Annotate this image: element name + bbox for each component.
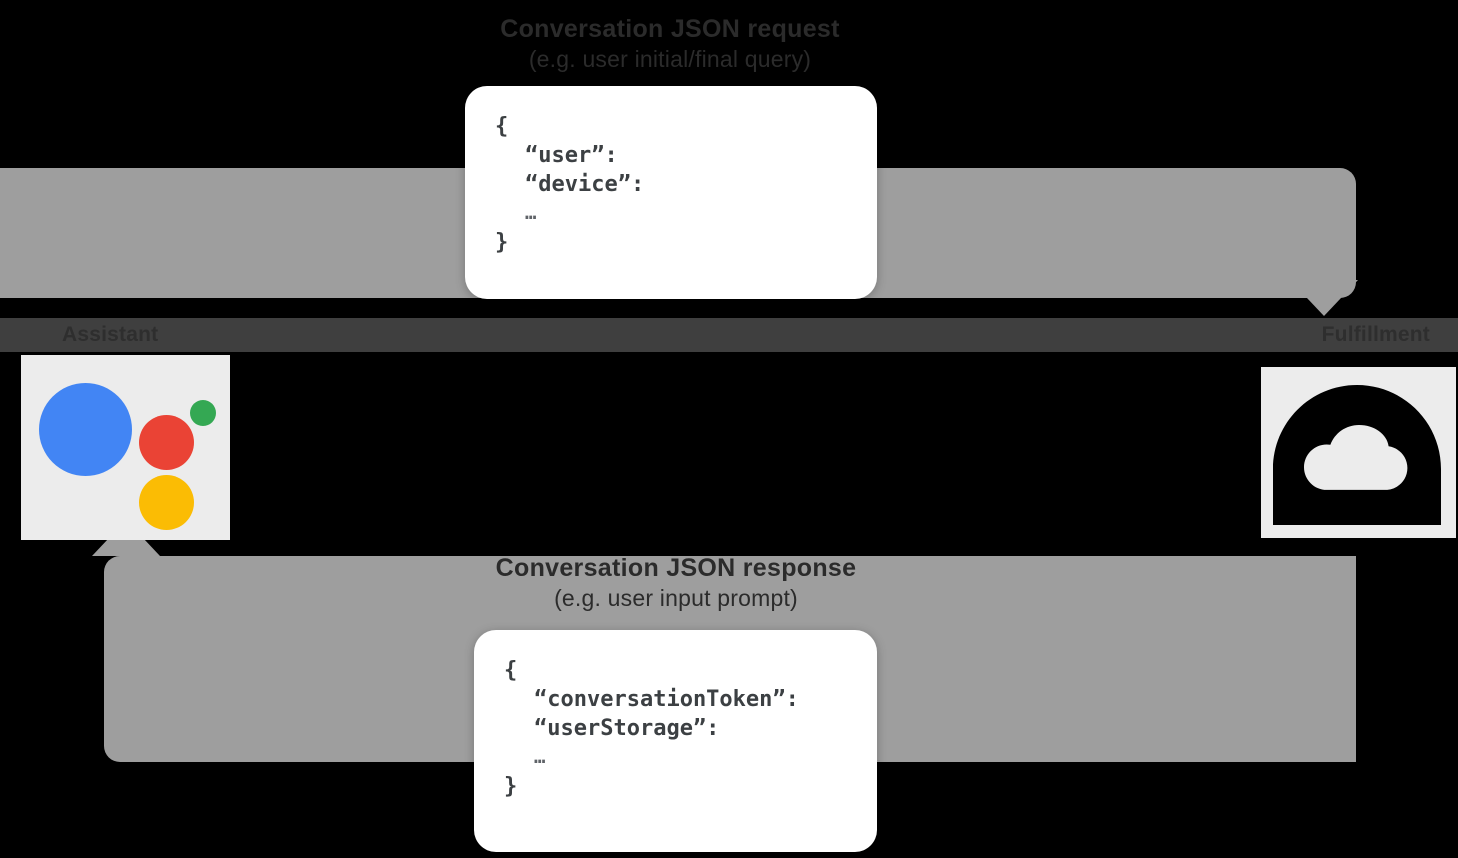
google-assistant-icon-red-dot xyxy=(139,415,194,470)
response-json-close-brace: } xyxy=(504,774,518,799)
request-flow-title: Conversation JSON request xyxy=(500,15,840,43)
response-json-key-user-storage: “userStorage”: xyxy=(534,716,720,741)
request-flow-subtitle: (e.g. user initial/final query) xyxy=(528,46,812,72)
request-json-key-user: “user”: xyxy=(525,143,618,168)
request-json-card: { “user”: “device”: … } xyxy=(465,86,877,299)
request-json-key-device: “device”: xyxy=(525,172,645,197)
request-flow-annotation: Conversation JSON request (e.g. user ini… xyxy=(0,14,1340,74)
google-assistant-icon-yellow-dot xyxy=(139,475,194,530)
request-json-close-brace: } xyxy=(495,230,509,255)
google-assistant-icon-blue-dot xyxy=(39,383,132,476)
center-divider-strip xyxy=(0,318,1458,352)
cloud-circle-icon xyxy=(1273,385,1441,525)
response-flow-subtitle: (e.g. user input prompt) xyxy=(554,585,798,611)
fulfillment-node-label: Fulfillment xyxy=(1321,323,1430,346)
response-flow-annotation: Conversation JSON response (e.g. user in… xyxy=(0,553,1352,613)
response-json-card: { “conversationToken”: “userStorage”: … … xyxy=(474,630,877,852)
assistant-node-label: Assistant xyxy=(62,323,159,346)
request-json-open-brace: { xyxy=(495,114,509,139)
request-flow-arrowhead-icon xyxy=(1290,280,1358,316)
request-json-ellipsis: … xyxy=(525,202,537,224)
response-json-open-brace: { xyxy=(504,658,518,683)
response-flow-title: Conversation JSON response xyxy=(495,554,857,582)
response-json-ellipsis: … xyxy=(534,746,546,768)
response-json-key-conversation-token: “conversationToken”: xyxy=(534,687,799,712)
google-assistant-icon-green-dot xyxy=(190,400,216,426)
